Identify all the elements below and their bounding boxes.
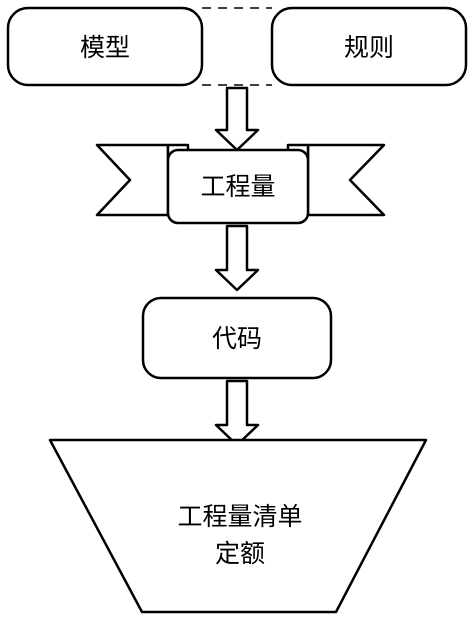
quantity-box	[166, 148, 310, 225]
code-label: 代码	[212, 324, 262, 353]
rules-box	[270, 6, 468, 87]
down-arrow-1	[214, 86, 260, 152]
quantity-node: 工程量	[95, 143, 386, 225]
output-label-line1: 工程量清单	[177, 502, 302, 531]
ribbon-right-tail	[306, 143, 386, 217]
ribbon-left-tail	[95, 143, 170, 217]
output-trapezoid	[48, 438, 428, 614]
quantity-label: 工程量	[200, 172, 275, 201]
rules-node: 规则	[270, 6, 468, 87]
output-node: 工程量清单 定额	[48, 438, 428, 614]
output-label-line2: 定额	[215, 539, 265, 568]
down-arrow-2	[214, 224, 260, 292]
code-node: 代码	[141, 296, 333, 380]
code-box	[141, 296, 333, 380]
rules-label: 规则	[344, 33, 394, 62]
model-box	[6, 6, 204, 87]
model-label: 模型	[80, 33, 130, 62]
down-arrow-3	[214, 379, 260, 447]
model-node: 模型	[6, 6, 204, 87]
